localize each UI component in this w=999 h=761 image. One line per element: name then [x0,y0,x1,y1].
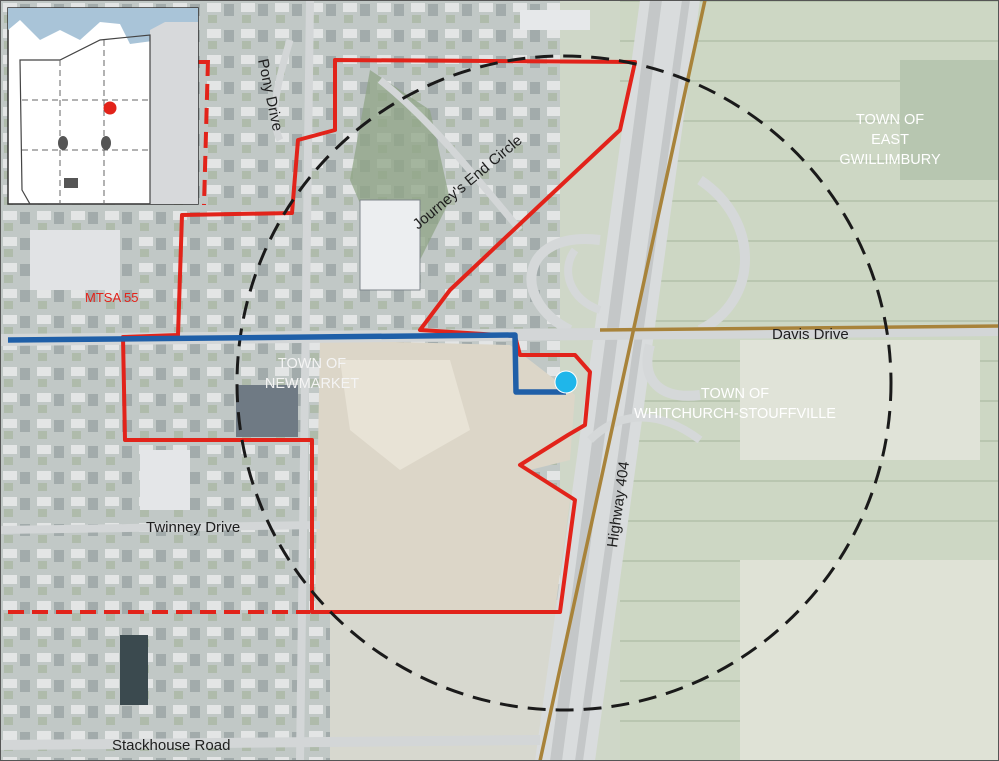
north-south-road [296,0,314,761]
ramp [642,343,701,401]
transit-line [7,332,566,395]
stackhouse-road [0,735,541,750]
inset-region [150,22,198,204]
field-patch [740,560,999,761]
stackhouse-road-label: Stackhouse Road [112,737,230,754]
construction-site [340,360,470,470]
building [30,230,120,290]
town-east-gwillimbury-label: EAST [871,132,909,148]
davis-drive-label: Davis Drive [772,326,849,343]
mtsa-boundary [121,58,637,614]
wooded-patch [900,60,999,180]
mtsa-label: MTSA 55 [85,290,138,305]
town-whitchurch-label: TOWN OF [701,386,769,402]
inset-marker-icon [64,178,78,188]
pony-drive-road [271,38,294,142]
station-marker[interactable] [554,370,578,394]
town-whitchurch-label: WHITCHURCH-STOUFFVILLE [634,406,836,422]
mtsa-boundary-dashed [202,59,210,206]
ramp [587,413,703,444]
highway-lane [550,0,662,761]
station-radius-circle [235,54,893,712]
pond [120,635,148,705]
building [140,450,190,510]
municipal-boundary [538,0,707,761]
inset-location-marker [103,101,117,115]
municipal-boundary [599,324,999,332]
inset-boundary [19,34,151,205]
building [236,385,298,437]
highway-lane [575,0,690,761]
field-patch [740,340,980,460]
town-newmarket-label: NEWMARKET [265,376,359,392]
building [359,199,421,291]
inset-marker-icon [58,136,68,150]
twinney-drive-road [0,521,321,534]
town-east-gwillimbury-label: TOWN OF [856,112,924,128]
ramp [526,234,601,335]
ramp [564,247,602,314]
inset-marker-icon [101,136,111,150]
inset-map [7,7,199,205]
field-patch [330,600,560,761]
building [520,10,590,30]
journeys-end-road [377,77,523,233]
town-newmarket-label: TOWN OF [278,356,346,372]
town-east-gwillimbury-label: GWILLIMBURY [839,152,941,168]
ramp [697,175,750,335]
twinney-drive-label: Twinney Drive [146,519,240,536]
